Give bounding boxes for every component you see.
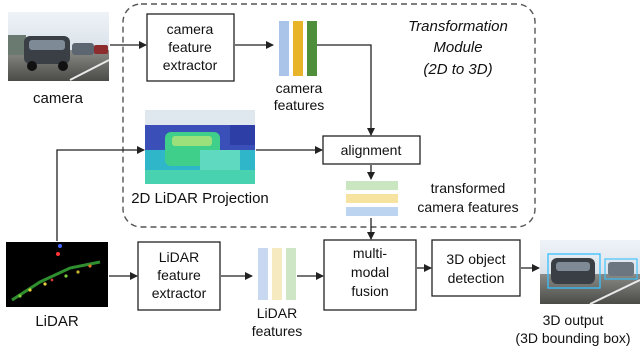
object-detection-box (431, 239, 521, 297)
lidar-features-bars (258, 248, 296, 300)
output-image (540, 240, 640, 305)
camera-feature-bar-green (307, 21, 317, 76)
camera-feature-extractor-box (146, 13, 235, 82)
transformed-features-line1: transformed (431, 180, 506, 196)
output-line2: (3D bounding box) (515, 330, 630, 346)
lidar-projection-image (145, 110, 255, 184)
module-title-line1: Transformation (408, 18, 508, 35)
transformed-feature-bar-yellow (346, 194, 398, 203)
lidar-extractor-line3: extractor (152, 285, 207, 301)
camera-image (8, 12, 110, 81)
detection-line2: detection (448, 270, 505, 286)
camera-extractor-line1: camera (167, 21, 214, 37)
lidar-feature-extractor-box (137, 241, 221, 311)
transformed-features-bars (346, 181, 398, 216)
lidar-feature-bar-yellow (272, 248, 282, 300)
fusion-line1: multi- (353, 245, 388, 261)
camera-features-bars (279, 21, 317, 76)
transformed-feature-bar-green (346, 181, 398, 190)
transformed-feature-bar-blue (346, 207, 398, 216)
fusion-line3: fusion (351, 283, 388, 299)
camera-extractor-line3: extractor (163, 57, 218, 73)
camera-feature-bar-blue (279, 21, 289, 76)
camera-features-line1: camera (276, 80, 323, 96)
lidar-feature-bar-green (286, 248, 296, 300)
lidar-extractor-line1: LiDAR (159, 249, 199, 265)
module-title-line3: (2D to 3D) (423, 61, 492, 78)
arrows (56, 41, 540, 280)
arrow-features-to-alignment (317, 44, 375, 136)
transformed-features-line2: camera features (417, 199, 518, 215)
module-title-line2: Module (433, 39, 482, 56)
camera-caption: camera (33, 90, 84, 107)
alignment-label: alignment (341, 142, 402, 158)
camera-extractor-line2: feature (168, 39, 212, 55)
camera-features-line2: features (274, 97, 325, 113)
lidar-projection-caption: 2D LiDAR Projection (131, 190, 269, 207)
detection-line1: 3D object (446, 251, 505, 267)
fusion-line2: modal (351, 264, 389, 280)
camera-feature-bar-yellow (293, 21, 303, 76)
arrow-lidar-to-projection (56, 146, 145, 241)
lidar-pointcloud-image (6, 242, 108, 307)
alignment-box (322, 135, 421, 165)
lidar-features-line2: features (252, 323, 303, 339)
lidar-feature-bar-blue (258, 248, 268, 300)
multimodal-fusion-box (323, 239, 417, 311)
lidar-caption: LiDAR (35, 313, 79, 330)
output-line1: 3D output (543, 312, 604, 328)
lidar-extractor-line2: feature (157, 267, 201, 283)
lidar-features-line1: LiDAR (257, 305, 297, 321)
